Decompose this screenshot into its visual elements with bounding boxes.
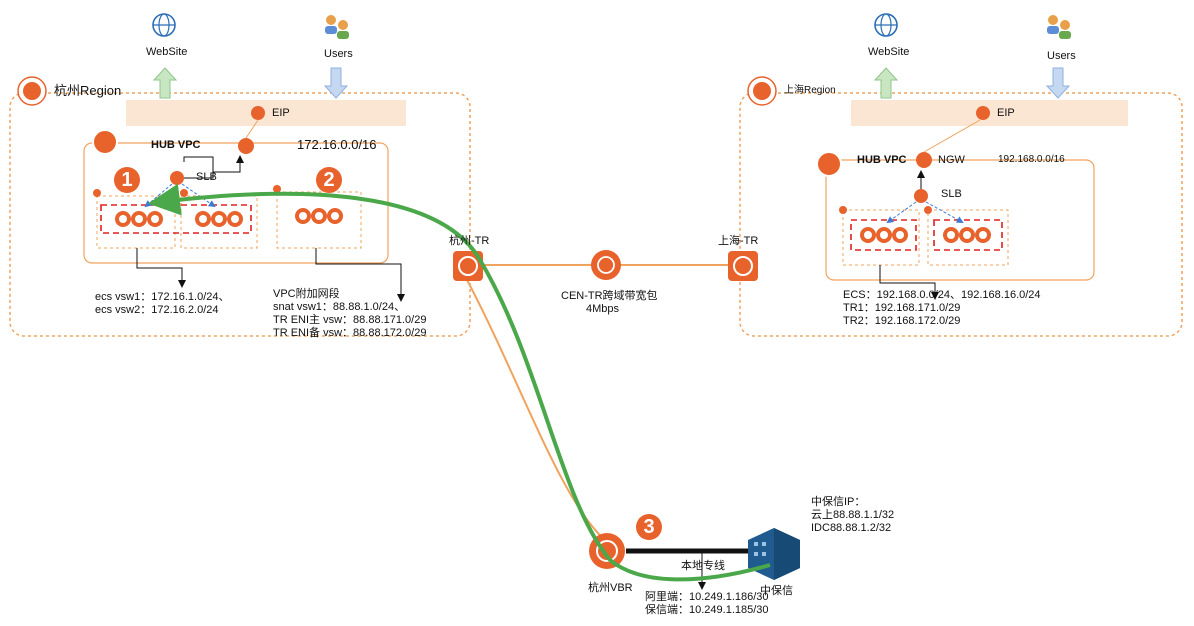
hangzhou-vsw1-box — [96, 195, 176, 249]
shanghai-ecs-leader — [879, 265, 939, 300]
eip-ngw-link — [923, 119, 981, 153]
hangzhou-tr-icon — [453, 251, 483, 281]
shanghai-tr-icon — [728, 251, 758, 281]
hangzhou-attach-line-3: TR ENI主 vsw：88.88.171.0/29 — [273, 314, 427, 326]
shanghai-region-label: 上海Region — [784, 85, 836, 96]
building-icon — [748, 528, 800, 580]
hangzhou-region-label: 杭州Region — [54, 83, 122, 98]
cen-label-line-2: 4Mbps — [586, 303, 620, 315]
shanghai-cidr-label: 192.168.0.0/16 — [998, 154, 1065, 165]
shanghai-slb-icon — [914, 189, 928, 203]
shanghai-users-arrow — [1045, 67, 1071, 99]
tr-icon-ring — [458, 256, 478, 276]
shanghai-slb-label: SLB — [941, 188, 962, 200]
hangzhou-users-icon — [325, 15, 349, 39]
shanghai-ngw-icon — [916, 152, 932, 168]
badge-2: 2 — [316, 167, 342, 193]
shanghai-website-label: WebSite — [868, 46, 910, 58]
shanghai-users-icon — [1047, 15, 1071, 39]
hangzhou-vsw-line-2: ecs vsw2：172.16.2.0/24 — [95, 304, 219, 316]
shanghai-vsw2-box — [927, 209, 1009, 266]
hangzhou-region-box — [9, 92, 471, 337]
hangzhou-attach-line-2: snat vsw1：88.88.1.0/24、 — [273, 301, 406, 313]
vbr-ip-line-2: 保信端：10.249.1.185/30 — [645, 604, 769, 616]
cen-label-line-1: CEN-TR跨域带宽包 — [561, 290, 658, 302]
vsw-leader — [136, 248, 186, 288]
slb-to-router — [183, 156, 214, 179]
region-icon-core — [23, 82, 41, 100]
shanghai-users-label: Users — [1047, 50, 1076, 62]
eip-router-link — [245, 119, 259, 139]
hangzhou-hub-vpc-label: HUB VPC — [151, 139, 201, 151]
hangzhou-eip-label: EIP — [272, 107, 290, 119]
vsw-icon — [924, 206, 932, 214]
zbx-ip-line-2: 云上88.88.1.1/32 — [811, 509, 895, 521]
slb-uplink — [213, 155, 244, 173]
shanghai-region-box — [739, 92, 1183, 337]
slb-to-ecs-left — [886, 201, 917, 224]
shanghai-eip-icon — [976, 106, 990, 120]
badge-1: 1 — [114, 167, 140, 193]
zbx-ip-line-1: 中保信IP： — [811, 496, 866, 508]
shanghai-ecs-line-2: TR1：192.168.171.0/29 — [843, 302, 961, 314]
slb-to-ecs-right — [925, 201, 964, 223]
tr-icon-ring — [733, 256, 753, 276]
tr-to-vbr-link — [465, 277, 606, 541]
hangzhou-router-icon — [238, 138, 254, 154]
hangzhou-users-label: Users — [324, 48, 353, 60]
hangzhou-eip-icon — [251, 106, 265, 120]
vbr-ip-line-1: 阿里端：10.249.1.186/30 — [645, 591, 769, 603]
vsw-icon — [273, 185, 281, 193]
attach-leader — [315, 248, 405, 302]
shanghai-ecs-group-1 — [850, 219, 917, 251]
shanghai-hub-vpc-label: HUB VPC — [857, 154, 907, 166]
hangzhou-ecs-icons — [115, 208, 343, 227]
shanghai-ecs-line-1: ECS：192.168.0.0/24、192.168.16.0/24 — [843, 289, 1041, 301]
hangzhou-website-arrow — [152, 67, 178, 99]
hangzhou-website-label: WebSite — [146, 46, 188, 58]
hangzhou-eip-bar — [126, 100, 406, 126]
slb-to-ecs2 — [181, 183, 216, 208]
hangzhou-cidr-label: 172.16.0.0/16 — [297, 137, 377, 152]
shanghai-ecs-icons — [860, 227, 991, 243]
vsw-icon — [839, 206, 847, 214]
shanghai-ngw-label: NGW — [938, 154, 965, 166]
cen-icon — [591, 250, 621, 280]
shanghai-website-arrow — [873, 67, 899, 99]
hangzhou-attach-line-4: TR ENI备 vsw：88.88.172.0/29 — [273, 327, 427, 339]
hangzhou-tr-label: 杭州-TR — [449, 235, 490, 247]
shanghai-eip-label: EIP — [997, 107, 1015, 119]
vsw-icon — [180, 189, 188, 197]
hangzhou-slb-icon — [170, 171, 184, 185]
zbx-ip-line-3: IDC88.88.1.2/32 — [811, 522, 892, 534]
hangzhou-vpc-icon — [92, 129, 118, 155]
hangzhou-vsw3-box — [276, 191, 362, 249]
shanghai-ecs-line-3: TR2：192.168.172.0/29 — [843, 315, 961, 327]
shanghai-tr-label: 上海-TR — [718, 235, 759, 247]
hangzhou-hub-vpc-box — [83, 142, 389, 264]
vbr-label: 杭州VBR — [588, 582, 633, 594]
hangzhou-slb-label: SLB — [196, 171, 217, 183]
cen-globe — [597, 256, 615, 274]
hangzhou-users-arrow — [323, 67, 349, 99]
shanghai-vsw1-box — [842, 209, 920, 266]
shanghai-hub-vpc-box — [825, 159, 1095, 281]
vsw-icon — [93, 189, 101, 197]
shanghai-ecs-group-2 — [933, 219, 1003, 251]
hangzhou-vsw-line-1: ecs vsw1：172.16.1.0/24、 — [95, 291, 230, 303]
vbr-icon-ring — [596, 540, 618, 562]
zbx-label: 中保信 — [760, 585, 793, 597]
badge-3: 3 — [636, 514, 662, 540]
region-icon-core — [753, 82, 771, 100]
traffic-flow-path — [148, 183, 771, 582]
shanghai-vpc-icon — [816, 151, 842, 177]
local-line-label: 本地专线 — [681, 560, 725, 572]
hangzhou-attach-line-1: VPC附加网段 — [273, 288, 340, 300]
